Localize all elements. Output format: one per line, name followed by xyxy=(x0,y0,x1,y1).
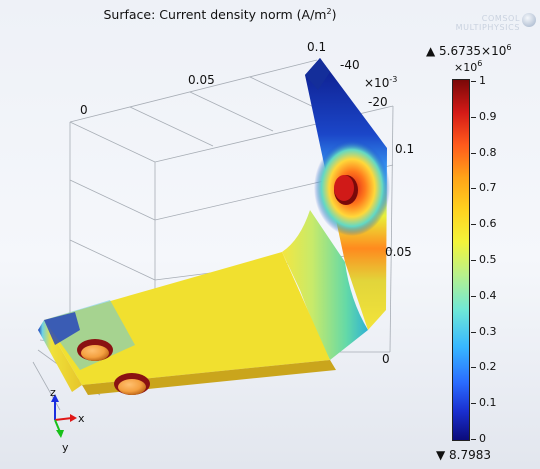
colorbar-tick-label: 0.1 xyxy=(479,396,497,410)
colorbar-tick xyxy=(471,331,476,333)
colorbar-tick xyxy=(471,403,476,405)
axis-label-z-2: 0 xyxy=(382,352,390,366)
colorbar-scale-label: ×106 xyxy=(454,59,483,74)
colorbar-tick xyxy=(471,295,476,297)
colorbar-tick xyxy=(471,81,476,82)
colorbar-tick-label: 1 xyxy=(479,74,486,87)
colorbar-tick-label: 0.8 xyxy=(479,145,497,159)
colorbar-tick-label: 0 xyxy=(479,432,486,445)
triad-x-label: x xyxy=(78,412,85,425)
colorbar-tick-label: 0.2 xyxy=(479,360,497,374)
color-legend-bar xyxy=(452,79,470,441)
colorbar-tick-label: 0.9 xyxy=(479,109,497,123)
axis-label-top-2: 0.1 xyxy=(307,40,327,54)
colorbar-tick xyxy=(471,439,476,440)
bolt-upper xyxy=(334,175,358,205)
colorbar-tick xyxy=(471,367,476,369)
triad-z-label: z xyxy=(50,386,56,399)
colorbar-tick xyxy=(471,188,476,190)
colorbar-tick xyxy=(471,152,476,154)
colorbar-tick xyxy=(471,224,476,226)
colorbar-tick-label: 0.3 xyxy=(479,324,497,338)
bolt-front-left xyxy=(77,339,113,361)
colorbar-tick-label: 0.4 xyxy=(479,288,497,302)
comsol-logo-icon xyxy=(522,13,536,27)
bracket-bend xyxy=(282,210,368,360)
axis-label-y-0: -40 xyxy=(340,58,360,72)
plot-title: Surface: Current density norm (A/m2) xyxy=(103,7,337,22)
triad-y-label: y xyxy=(62,441,69,454)
axis-label-top-0: 0 xyxy=(80,103,88,117)
axis-triad xyxy=(51,394,77,438)
colorbar-tick-label: 0.7 xyxy=(479,181,497,195)
axis-label-y-1: -20 xyxy=(368,95,388,109)
colorbar-tick xyxy=(471,116,476,118)
colorbar-max-label: ▲ 5.6735×106 xyxy=(426,43,512,58)
axis-label-z-1: 0.05 xyxy=(385,245,412,259)
axis-label-top-1: 0.05 xyxy=(188,73,215,87)
bracket-horizontal-plate xyxy=(38,252,336,395)
colorbar-tick xyxy=(471,260,476,261)
axis-label-z-0: 0.1 xyxy=(395,142,415,156)
colorbar-tick-label: 0.5 xyxy=(479,253,497,266)
colorbar-min-label: ▼ 8.7983 xyxy=(436,448,492,462)
axis-unit-y: ×10-3 xyxy=(364,75,398,90)
bolt-front-right xyxy=(114,373,150,395)
comsol-logo: COMSOL MULTIPHYSICS xyxy=(455,14,520,32)
colorbar-tick-label: 0.6 xyxy=(479,217,497,231)
